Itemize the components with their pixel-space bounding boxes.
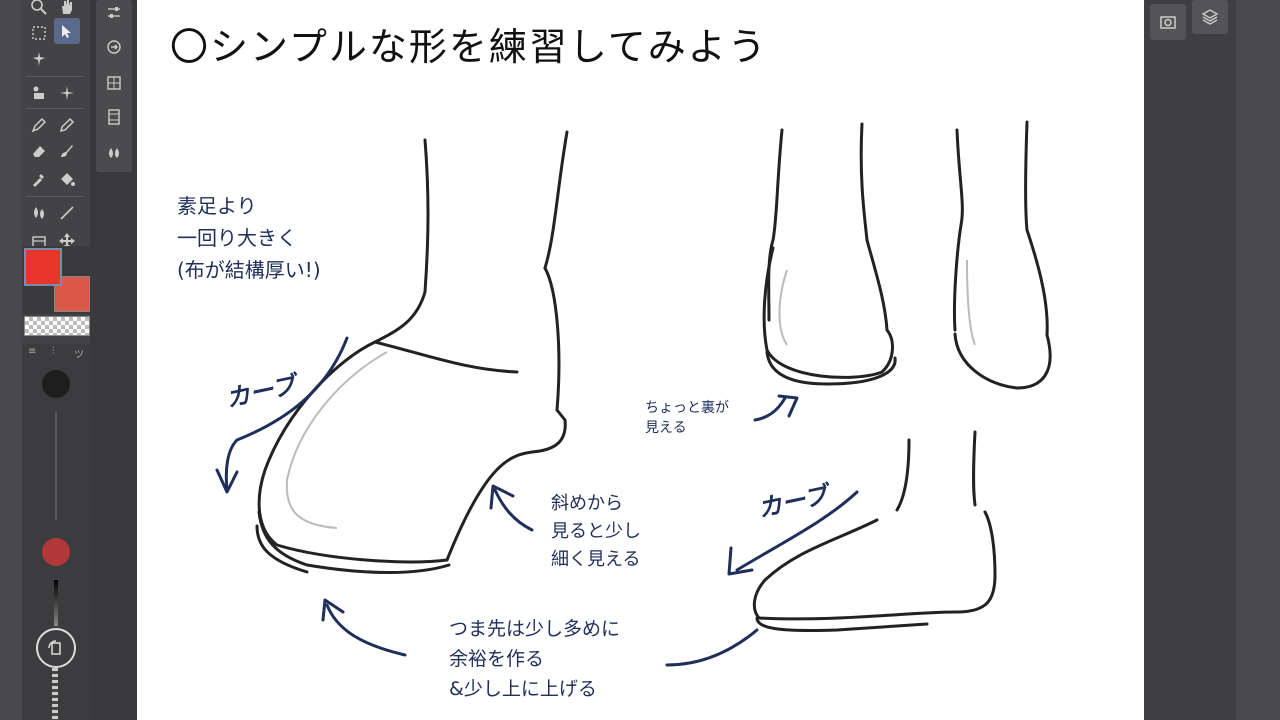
tool-settings-icon[interactable]: ⫶ <box>52 346 55 357</box>
hand-icon[interactable] <box>54 0 80 20</box>
sparkle-icon[interactable] <box>54 80 80 106</box>
move-icon[interactable] <box>54 228 80 254</box>
arrow-circle-icon[interactable] <box>101 34 127 60</box>
eraser-icon[interactable] <box>26 138 52 164</box>
canvas-title: 〇シンプルな形を練習してみよう <box>170 25 768 69</box>
dropper-icon[interactable] <box>26 166 52 192</box>
sub-tool-panel <box>96 0 132 172</box>
sliders-icon[interactable] <box>101 0 127 26</box>
pencil-icon[interactable] <box>54 112 80 138</box>
brush-panel-tab-label[interactable]: ツ <box>74 350 84 361</box>
rect-select-icon[interactable] <box>26 20 52 46</box>
grid-icon[interactable] <box>101 70 127 96</box>
drawing-canvas[interactable]: 〇シンプルな形を練習してみよう <box>137 0 1144 720</box>
tool-palette: ≡ ⫶ ツ <box>22 0 90 720</box>
right-panel <box>1144 0 1236 720</box>
camera-icon[interactable] <box>1150 4 1186 40</box>
right-edge-strip <box>1236 0 1280 720</box>
left-edge-strip <box>0 0 22 720</box>
fill-icon[interactable] <box>54 166 80 192</box>
main-color-swatch[interactable] <box>24 248 62 286</box>
scroll-handle[interactable] <box>52 668 58 720</box>
brush-size-max-dot <box>42 370 70 398</box>
blend-icon[interactable] <box>26 200 52 226</box>
size-note: 素足より 一回り大きく (布が結構厚い!) <box>177 194 321 282</box>
drops-icon[interactable] <box>101 140 127 166</box>
zoom-icon[interactable] <box>26 0 52 20</box>
layers-icon[interactable] <box>1192 0 1228 34</box>
rotate-canvas-icon[interactable] <box>36 628 76 668</box>
magic-wand-icon[interactable] <box>26 46 52 72</box>
diagonal-note: 斜めから 見ると少し 細く見える <box>551 493 641 570</box>
shoe-sketches <box>215 120 1052 667</box>
object-select-icon[interactable] <box>54 18 80 44</box>
line-icon[interactable] <box>54 200 80 226</box>
transparent-color-swatch[interactable] <box>24 316 90 336</box>
menu-icon[interactable]: ≡ <box>28 346 37 357</box>
opacity-slider[interactable] <box>54 580 58 626</box>
film-icon[interactable] <box>101 104 127 130</box>
eyedropper-fill-icon[interactable] <box>26 80 52 106</box>
toe-note: つま先は少し多めに 余裕を作る &少し上に上げる <box>449 618 621 700</box>
brush-preview-dot <box>42 538 70 566</box>
brush-size-slider[interactable] <box>55 412 57 520</box>
back-note: ちょっと裏が 見える <box>645 400 729 436</box>
pen-icon[interactable] <box>26 112 52 138</box>
brush-icon[interactable] <box>54 138 80 164</box>
